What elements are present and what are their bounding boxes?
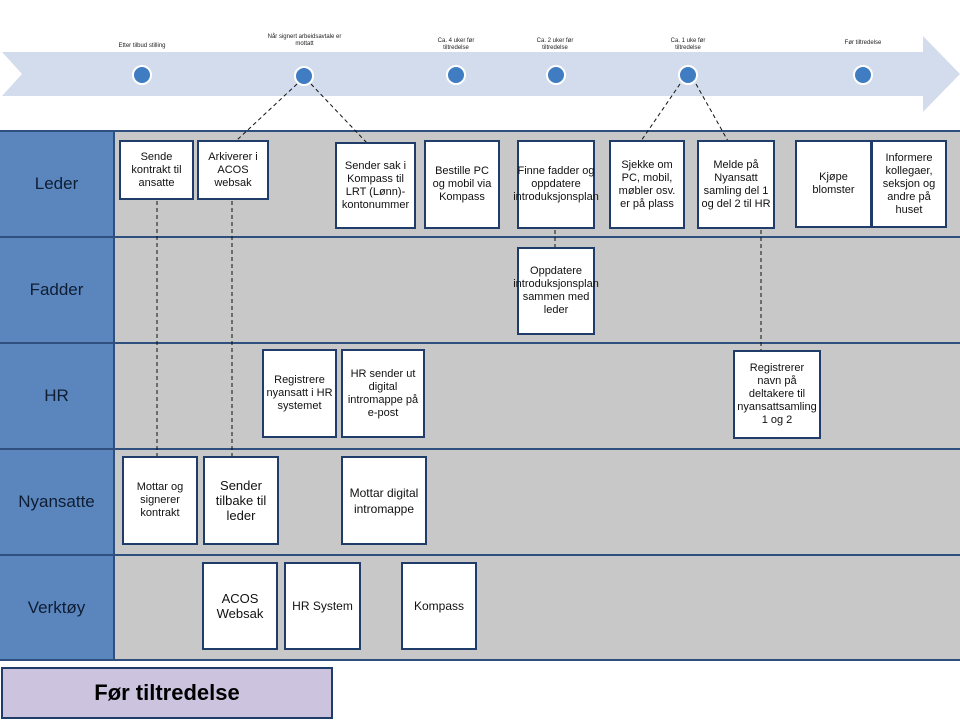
task-box: Sende kontrakt til ansatte xyxy=(119,140,194,200)
task-box: Sender tilbake til leder xyxy=(203,456,279,545)
page-title: Før tiltredelse xyxy=(1,667,333,719)
tool-label: HR System xyxy=(292,599,353,613)
task-box: Sjekke om PC, mobil, møbler osv. er på p… xyxy=(609,140,685,229)
task-label: Melde på Nyansatt samling del 1 og del 2… xyxy=(701,158,771,210)
task-box: Melde på Nyansatt samling del 1 og del 2… xyxy=(697,140,775,229)
lane-header: Verktøy xyxy=(0,556,115,659)
milestone-dot-4 xyxy=(546,65,566,85)
task-label: Sjekke om PC, mobil, møbler osv. er på p… xyxy=(618,158,676,210)
milestone-label: Ca. 2 uker før tiltredelse xyxy=(536,38,574,51)
task-box: HR sender ut digital intromappe på e-pos… xyxy=(341,349,425,438)
task-label: Sender tilbake til leder xyxy=(215,478,267,523)
milestone-label: Når signert arbeidsavtale er mottatt xyxy=(267,34,342,47)
task-label: Registrere nyansatt i HR systemet xyxy=(266,374,333,412)
task-box: Kjøpe blomster xyxy=(795,140,872,228)
milestone-label: Etter tilbud stilling xyxy=(118,43,166,49)
lane-header: Fadder xyxy=(0,238,115,342)
task-box: Mottar og signerer kontrakt xyxy=(122,456,198,545)
milestone-dot-5 xyxy=(678,65,698,85)
milestone-dot-1 xyxy=(132,65,152,85)
task-label: HR sender ut digital intromappe på e-pos… xyxy=(347,367,419,419)
task-box: Bestille PC og mobil via Kompass xyxy=(424,140,500,229)
tool-label: ACOS Websak xyxy=(216,591,264,621)
task-box: Sender sak i Kompass til LRT (Lønn)-kont… xyxy=(335,142,416,229)
timeline-arrow xyxy=(2,36,960,112)
tool-box: ACOS Websak xyxy=(202,562,278,650)
task-label: Sende kontrakt til ansatte xyxy=(131,150,182,189)
lane-verktoy: Verktøy xyxy=(0,554,960,661)
task-label: Arkiverer i ACOS websak xyxy=(208,150,258,189)
milestone-dot-3 xyxy=(446,65,466,85)
task-label: Informere kollegaer, seksjon og andre på… xyxy=(882,151,936,216)
task-box: Oppdatere introduksjonsplan sammen med l… xyxy=(513,247,599,335)
task-box: Mottar digital intromappe xyxy=(341,456,427,545)
lane-header: Leder xyxy=(0,132,115,236)
task-label: Kjøpe blomster xyxy=(812,171,855,196)
tool-box: Kompass xyxy=(401,562,477,650)
task-label: Oppdatere introduksjonsplan sammen med l… xyxy=(513,265,599,316)
milestone-label: Før tiltredelse xyxy=(844,40,882,46)
task-box: Registrere nyansatt i HR systemet xyxy=(262,349,337,438)
task-label: Finne fadder og oppdatere introduksjonsp… xyxy=(513,165,599,203)
task-box: Registrerer navn på deltakere til nyansa… xyxy=(733,350,821,439)
task-box: Finne fadder og oppdatere introduksjonsp… xyxy=(513,140,599,229)
lane-fadder: Fadder xyxy=(0,236,960,344)
tool-label: Kompass xyxy=(413,598,465,613)
task-label: Bestille PC og mobil via Kompass xyxy=(432,165,492,203)
task-label: Registrerer navn på deltakere til nyansa… xyxy=(737,362,817,426)
task-label: Mottar og signerer kontrakt xyxy=(136,481,184,519)
task-label: Mottar digital intromappe xyxy=(349,485,419,516)
task-label: Sender sak i Kompass til LRT (Lønn)-kont… xyxy=(341,159,410,211)
task-box: Arkiverer i ACOS websak xyxy=(197,140,269,200)
milestone-dot-6 xyxy=(853,65,873,85)
milestone-dot-2 xyxy=(294,66,314,86)
milestone-label: Ca. 1 uke før tiltredelse xyxy=(670,38,706,51)
lane-header: Nyansatte xyxy=(0,450,115,554)
tool-box: HR System xyxy=(284,562,361,650)
milestone-label: Ca. 4 uker før tiltredelse xyxy=(437,38,475,51)
task-box: Informere kollegaer, seksjon og andre på… xyxy=(871,140,947,228)
lane-header: HR xyxy=(0,344,115,448)
